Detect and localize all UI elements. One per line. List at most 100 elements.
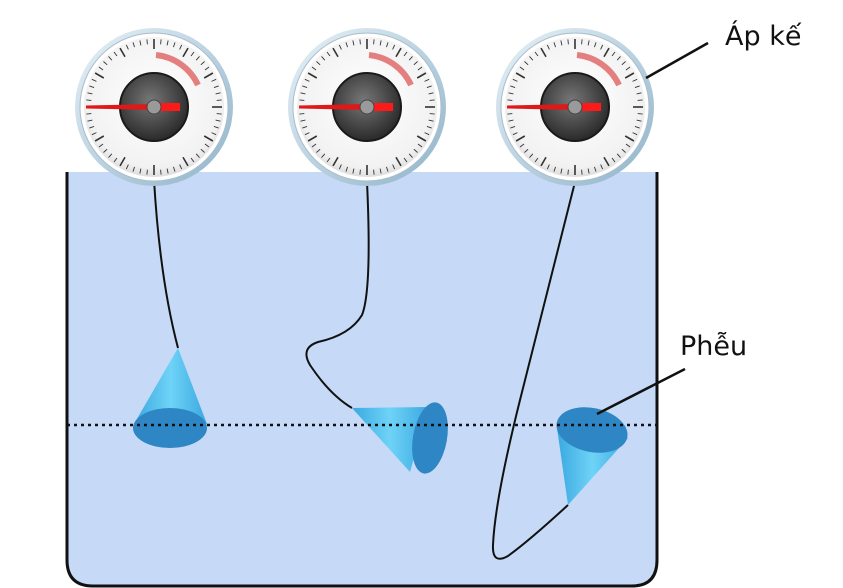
gauge-tick	[403, 157, 408, 163]
gauge-needle-tail	[373, 103, 393, 111]
gauge-tick	[345, 42, 348, 48]
gauge-tick	[581, 39, 583, 45]
gauge-tick	[216, 113, 222, 115]
pressure-gauge-1	[75, 28, 233, 186]
gauge-tick	[524, 61, 529, 66]
gauge-tick	[413, 61, 418, 66]
tube-2	[305, 181, 370, 409]
gauge-tick	[211, 132, 217, 136]
gauge-tick	[403, 51, 408, 57]
gauge-tick	[587, 168, 590, 174]
gauge-tick	[98, 66, 104, 71]
gauge-tick	[200, 61, 205, 66]
gauge-tick	[621, 61, 626, 66]
gauge-tick	[103, 148, 108, 153]
gauge-needle	[86, 104, 154, 110]
gauge-tick	[87, 119, 93, 122]
gauge-tick	[204, 66, 210, 71]
gauge-tick	[603, 156, 610, 167]
gauge-tick	[321, 153, 326, 158]
gauge-red-zone	[155, 52, 201, 87]
gauge-tick	[515, 72, 526, 79]
gauge-tick	[203, 72, 214, 79]
gauge-tick	[204, 143, 210, 148]
gauge-tick	[534, 51, 539, 57]
tank-outline	[65, 172, 659, 588]
gauge-tick	[519, 66, 525, 71]
gauge-tick	[637, 99, 643, 101]
gauge-tick	[429, 99, 435, 101]
gauge-tick	[300, 92, 306, 95]
gauge-tick	[428, 119, 434, 122]
gauge-tick	[416, 72, 427, 79]
gauge-tick	[395, 47, 402, 58]
gauge-tick	[352, 40, 355, 46]
gauge-tick	[524, 148, 529, 153]
gauge-tick	[300, 119, 306, 122]
gauge-tick	[553, 42, 556, 48]
gauge-tick	[540, 156, 547, 167]
gauge-tick	[512, 78, 518, 82]
gauge-needle	[507, 104, 575, 110]
gauge-tick	[213, 85, 219, 88]
gauge-tick	[510, 85, 516, 88]
gauge-tick	[352, 168, 355, 174]
tube-1	[153, 179, 179, 349]
gauge-tick	[546, 44, 550, 50]
gauge-tick	[113, 51, 118, 57]
gauge-tick	[413, 148, 418, 153]
funnel-3	[556, 407, 628, 505]
gauge-leader-line	[645, 41, 709, 80]
gauge-tick	[166, 40, 169, 46]
gauge-tick	[338, 164, 342, 170]
gauge-tick	[611, 157, 616, 163]
gauge-tick	[125, 44, 129, 50]
gauge-tick	[373, 39, 375, 45]
gauge-tick	[190, 51, 195, 57]
gauge-tick	[139, 40, 142, 46]
gauge-tick	[581, 169, 583, 175]
gauge-tick	[636, 119, 642, 122]
gauge-tick	[311, 66, 317, 71]
gauge-tick	[379, 168, 382, 174]
gauge-pivot	[146, 99, 162, 115]
gauge-tick	[637, 113, 643, 115]
gauge-tick	[146, 39, 148, 45]
gauge-tick	[195, 153, 200, 158]
gauge-tick	[89, 126, 95, 129]
gauge-tick	[302, 85, 308, 88]
gauge-tick	[416, 135, 427, 142]
gauge-tick	[179, 44, 183, 50]
gauge-tick	[132, 42, 135, 48]
gauge-tick	[332, 47, 339, 58]
gauge-tick	[160, 169, 162, 175]
gauge-tick	[302, 126, 308, 129]
gauge-tick	[408, 56, 413, 61]
gauge-tick	[395, 156, 402, 167]
gauge-tick	[616, 56, 621, 61]
funnel-label: Phễu	[680, 331, 747, 362]
gauge-tick	[91, 78, 97, 82]
gauge-tick	[86, 99, 92, 101]
gauge-tick	[515, 135, 526, 142]
gauge-tick	[429, 113, 435, 115]
gauge-tick	[408, 153, 413, 158]
gauge-tick	[529, 153, 534, 158]
gauge-tick	[424, 132, 430, 136]
water	[67, 172, 657, 586]
gauge-tick	[215, 92, 221, 95]
gauge-needle-tail	[160, 103, 180, 111]
gauge-tick	[386, 42, 389, 48]
gauge-tick	[345, 166, 348, 172]
gauge-pivot	[567, 99, 583, 115]
gauge-tick	[594, 42, 597, 48]
gauge-tick	[560, 168, 563, 174]
gauge-tick	[508, 119, 514, 122]
gauge-tick	[392, 164, 396, 170]
gauge-tick	[326, 51, 331, 57]
gauge-tick	[304, 132, 310, 136]
gauge-tick	[94, 135, 105, 142]
gauge-tick	[560, 40, 563, 46]
gauge-tick	[540, 47, 547, 58]
